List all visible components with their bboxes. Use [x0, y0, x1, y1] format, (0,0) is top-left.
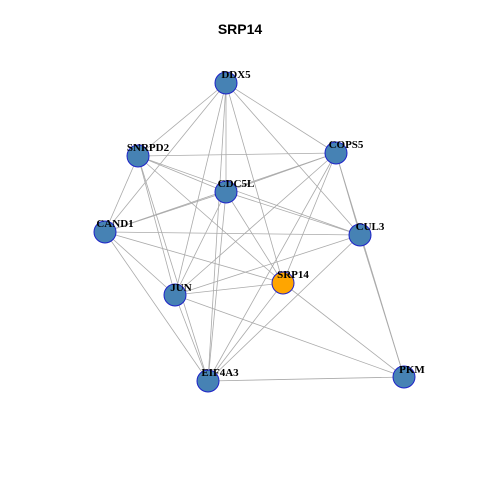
edge-srp14-pkm: [282, 282, 405, 378]
edge-jun-eif4a3: [174, 294, 209, 382]
edge-cdc5l-cand1: [104, 191, 227, 233]
edge-cops5-jun: [174, 152, 337, 296]
edge-cand1-jun: [104, 231, 176, 296]
edge-srp14-eif4a3: [207, 282, 284, 382]
diagram-title: SRP14: [217, 21, 263, 37]
node-label-ddx5: DDX5: [221, 69, 251, 81]
edge-ddx5-cops5: [225, 82, 337, 154]
node-label-eif4a3: EIF4A3: [201, 367, 239, 379]
nodes-layer: [93, 71, 416, 393]
edge-cdc5l-eif4a3: [207, 191, 227, 382]
edge-snrpd2-cand1: [104, 155, 139, 233]
node-label-cdc5l: CDC5L: [218, 178, 255, 190]
edge-cdc5l-srp14: [225, 191, 284, 284]
node-pkm: [392, 365, 416, 389]
node-label-cops5: COPS5: [329, 139, 364, 151]
node-label-cul3: CUL3: [356, 221, 385, 233]
edge-cops5-eif4a3: [207, 152, 337, 382]
node-label-cand1: CAND1: [96, 218, 133, 230]
edge-ddx5-eif4a3: [207, 82, 227, 382]
edge-snrpd2-cops5: [137, 152, 337, 157]
edge-srp14-jun: [174, 282, 284, 296]
node-label-jun: JUN: [170, 282, 191, 294]
node-label-srp14: SRP14: [277, 269, 309, 281]
node-srp14: [271, 271, 295, 295]
node-cops5: [324, 141, 348, 165]
edge-cops5-srp14: [282, 152, 337, 284]
edges-layer: [104, 82, 405, 382]
edge-snrpd2-jun: [137, 155, 176, 296]
edge-snrpd2-srp14: [137, 155, 284, 284]
edge-cul3-eif4a3: [207, 234, 361, 382]
edge-ddx5-jun: [174, 82, 227, 296]
edge-cul3-pkm: [359, 234, 405, 378]
edge-cdc5l-cul3: [225, 191, 361, 236]
edge-snrpd2-cul3: [137, 155, 361, 236]
node-label-snrpd2: SNRPD2: [127, 142, 170, 154]
node-jun: [163, 283, 187, 307]
edge-cand1-cul3: [104, 231, 361, 236]
node-snrpd2: [126, 144, 150, 168]
node-label-pkm: PKM: [399, 364, 425, 376]
node-eif4a3: [196, 369, 220, 393]
edge-cdc5l-jun: [174, 191, 227, 296]
edge-ddx5-cul3: [225, 82, 361, 236]
edge-cul3-jun: [174, 234, 361, 296]
node-ddx5: [214, 71, 238, 95]
edge-snrpd2-eif4a3: [137, 155, 209, 382]
node-cul3: [348, 223, 372, 247]
edge-cand1-srp14: [104, 231, 284, 284]
edge-cand1-eif4a3: [104, 231, 209, 382]
edge-ddx5-cand1: [104, 82, 227, 233]
edge-snrpd2-cdc5l: [137, 155, 227, 193]
node-cdc5l: [214, 180, 238, 204]
edge-ddx5-snrpd2: [137, 82, 227, 157]
edge-eif4a3-pkm: [207, 376, 405, 382]
node-cand1: [93, 220, 117, 244]
edge-jun-pkm: [174, 294, 405, 378]
edge-ddx5-srp14: [225, 82, 284, 284]
